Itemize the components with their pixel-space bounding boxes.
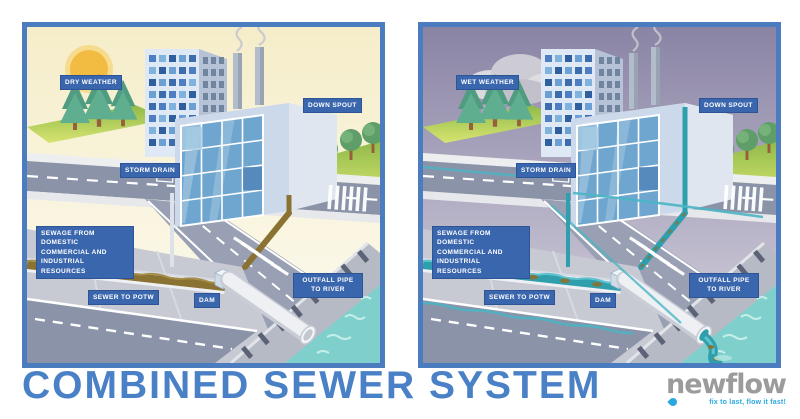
sewer-to-potw-label: SEWER TO POTW bbox=[88, 290, 160, 306]
down-spout-label: DOWN SPOUT bbox=[303, 98, 362, 114]
factory-building bbox=[175, 27, 337, 228]
brand-logo: newflow fix to last, flow it fast! bbox=[666, 371, 787, 408]
down-spout-pipe bbox=[638, 107, 688, 270]
sewage-source-label: SEWAGE FROM DOMESTIC COMMERCIAL AND INDU… bbox=[36, 226, 134, 280]
crosswalk bbox=[629, 184, 764, 276]
storm-drain-label: STORM DRAIN bbox=[516, 163, 577, 179]
evergreen-tree bbox=[456, 81, 486, 130]
foreground-street bbox=[423, 297, 654, 363]
sewage-source-label: SEWAGE FROM DOMESTIC COMMERCIAL AND INDU… bbox=[432, 226, 530, 280]
round-tree bbox=[340, 129, 362, 160]
brand-name: newflow bbox=[666, 371, 787, 408]
dam-label: DAM bbox=[590, 293, 617, 309]
outfall-pipe-label: OUTFALL PIPE TO RIVER bbox=[689, 273, 759, 298]
brand-tagline: fix to last, flow it fast! bbox=[709, 399, 786, 406]
river bbox=[285, 285, 380, 363]
storm-drain-label: STORM DRAIN bbox=[120, 163, 181, 179]
dry-weather-label: DRY WEATHER bbox=[60, 75, 122, 91]
sewer-to-potw-label: SEWER TO POTW bbox=[484, 290, 556, 306]
illustration-dry bbox=[27, 27, 380, 363]
wet-weather-label: WET WEATHER bbox=[456, 75, 520, 91]
panel-dry-weather: DRY WEATHER DOWN SPOUT STORM DRAIN SEWAG… bbox=[22, 22, 385, 368]
river bbox=[681, 285, 776, 363]
down-spout-pipe bbox=[242, 195, 292, 270]
evergreen-tree bbox=[108, 79, 138, 127]
crosswalk bbox=[232, 184, 368, 276]
panel-wet-weather: WET WEATHER DOWN SPOUT STORM DRAIN SEWAG… bbox=[418, 22, 781, 368]
evergreen-tree bbox=[60, 81, 90, 130]
outfall-pipe bbox=[220, 271, 317, 345]
dam-label: DAM bbox=[194, 293, 221, 309]
evergreen-tree bbox=[504, 79, 534, 127]
outfall-discharge bbox=[700, 332, 732, 363]
round-tree bbox=[758, 122, 776, 153]
down-spout-label: DOWN SPOUT bbox=[699, 98, 758, 114]
outfall-pipe-label: OUTFALL PIPE TO RIVER bbox=[293, 273, 363, 298]
round-tree bbox=[736, 129, 758, 160]
round-tree bbox=[362, 122, 380, 153]
page-title: COMBINED SEWER SYSTEM bbox=[22, 364, 602, 407]
foreground-street bbox=[27, 297, 258, 363]
